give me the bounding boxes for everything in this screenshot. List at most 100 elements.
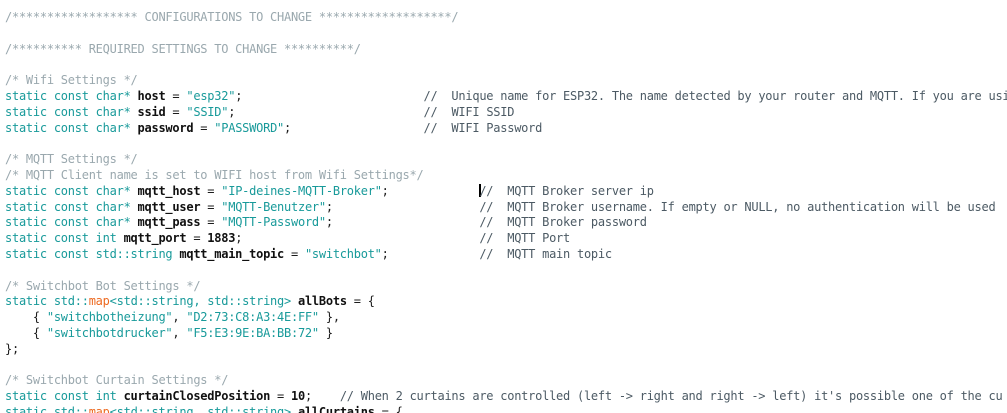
code-token-p: ; (235, 231, 243, 246)
code-token-p: ; (235, 88, 243, 103)
code-whitespace (389, 184, 480, 198)
code-token-p: = (200, 215, 222, 230)
code-line: { "switchbotheizung", "D2:73:C8:A3:4E:FF… (5, 310, 1007, 326)
code-token-k: <std::string, std::string> (109, 404, 292, 413)
code-token-p: { (5, 325, 47, 340)
code-line: static const char* password = "PASSWORD"… (5, 121, 1007, 137)
code-line: static const char* host = "esp32"; // Un… (5, 89, 1007, 105)
code-token-c2: // Unique name for ESP32. The name detec… (423, 88, 1007, 103)
code-token-n: curtainClosedPosition (123, 389, 271, 404)
code-token-p: = (165, 88, 187, 103)
code-token-s: "SSID" (186, 104, 229, 119)
code-line: static const int mqtt_port = 1883; // MQ… (5, 231, 1007, 247)
code-token-p: = (193, 120, 215, 135)
code-token-p: } (318, 325, 333, 340)
code-line: /* Wifi Settings */ (5, 73, 1007, 89)
code-line: /* MQTT Client name is set to WIFI host … (5, 168, 1007, 184)
code-token-n: mqtt_port (123, 231, 187, 246)
code-line: static const int curtainClosedPosition =… (5, 389, 1007, 405)
code-token-n: mqtt_host (137, 183, 201, 198)
code-token-s: "F5:E3:9E:BA:BB:72" (186, 325, 319, 340)
code-token-k: static std:: (5, 294, 89, 309)
code-line: { "switchbotdrucker", "F5:E3:9E:BA:BB:72… (5, 326, 1007, 342)
code-token-n: mqtt_main_topic (179, 246, 284, 261)
code-token-s: "IP-deines-MQTT-Broker" (221, 183, 382, 198)
code-whitespace (312, 389, 340, 403)
code-token-p: , (172, 310, 187, 325)
code-token-c1: /* MQTT Client name is set to WIFI host … (5, 167, 424, 182)
code-token-n: ssid (137, 104, 166, 119)
code-line: static const char* mqtt_user = "MQTT-Ben… (5, 200, 1007, 216)
code-token-c1: /* Wifi Settings */ (5, 73, 138, 88)
code-token-n: host (137, 88, 166, 103)
code-token-s: "D2:73:C8:A3:4E:FF" (186, 310, 319, 325)
code-line: static std::map<std::string, std::string… (5, 405, 1007, 413)
code-line (5, 263, 1007, 279)
code-token-p: ; (381, 183, 389, 198)
code-token-o: map (88, 294, 110, 309)
code-line: static std::map<std::string, std::string… (5, 294, 1007, 310)
code-token-k: static const std::string (5, 246, 180, 261)
code-line: /* Switchbot Bot Settings */ (5, 279, 1007, 295)
code-token-p: ; (284, 120, 291, 135)
code-token-k: static const char* (5, 88, 138, 103)
code-line: /********** REQUIRED SETTINGS TO CHANGE … (5, 42, 1007, 58)
code-token-n: mqtt_pass (137, 215, 201, 230)
code-token-k: static const int (5, 231, 124, 246)
code-line: /* MQTT Settings */ (5, 152, 1007, 168)
code-token-c2: // WIFI Password (423, 120, 543, 135)
code-line (5, 358, 1007, 374)
code-token-c1: /* Switchbot Curtain Settings */ (5, 373, 229, 388)
code-token-s: "switchbot" (304, 246, 382, 261)
code-token-p: }, (318, 310, 340, 325)
code-line: static const char* mqtt_host = "IP-deine… (5, 183, 1007, 200)
code-token-c1: /* Switchbot Bot Settings */ (5, 278, 201, 293)
code-whitespace (291, 121, 424, 135)
code-token-k: static const char* (5, 215, 138, 230)
code-token-n: mqtt_user (137, 199, 201, 214)
code-token-c2: // When 2 curtains are controlled (left … (339, 389, 1003, 404)
code-token-p: ; (304, 389, 312, 404)
code-token-p: = (200, 199, 222, 214)
code-token-k: <std::string, std::string> (109, 294, 292, 309)
code-whitespace (333, 200, 479, 214)
code-line: static const std::string mqtt_main_topic… (5, 247, 1007, 263)
code-token-c2: // WIFI SSID (423, 104, 515, 119)
code-token-k: static const char* (5, 104, 138, 119)
code-token-c1: /* MQTT Settings */ (5, 152, 138, 167)
code-token-p: ; (228, 104, 236, 119)
code-line: }; (5, 342, 1007, 358)
code-token-p: }; (5, 341, 19, 356)
code-token-s: "MQTT-Benutzer" (221, 199, 326, 214)
code-token-p (291, 405, 298, 413)
code-token-p: , (172, 325, 187, 340)
code-token-c1: /********** REQUIRED SETTINGS TO CHANGE … (5, 41, 361, 56)
code-token-c2: // MQTT Broker password (479, 215, 647, 230)
code-token-p: = { (346, 294, 375, 309)
text-cursor (479, 183, 482, 197)
code-whitespace (242, 231, 479, 245)
code-token-p: = (270, 389, 291, 404)
code-token-s: "MQTT-Password" (221, 215, 326, 230)
code-token-m: 1883 (207, 231, 236, 246)
code-token-p: ; (325, 215, 333, 230)
code-token-c2: // MQTT Broker username. If empty or NUL… (479, 199, 996, 214)
code-token-p: = (200, 183, 222, 198)
code-whitespace (242, 89, 423, 103)
code-token-s: "PASSWORD" (214, 120, 285, 135)
code-lines: /****************** CONFIGURATIONS TO CH… (5, 10, 1007, 413)
code-token-p: ; (325, 199, 333, 214)
code-token-p: = (186, 231, 208, 246)
code-line: static const char* ssid = "SSID"; // WIF… (5, 105, 1007, 121)
code-whitespace (333, 215, 479, 229)
code-token-p: = { (374, 404, 403, 413)
code-line (5, 26, 1007, 42)
code-token-p: = (165, 104, 187, 119)
code-token-k: static std:: (5, 404, 89, 413)
code-token-c1: /****************** CONFIGURATIONS TO CH… (5, 10, 459, 24)
code-token-p: ; (381, 246, 389, 261)
code-token-p (291, 294, 298, 308)
code-token-k: static const int (5, 389, 124, 404)
code-token-s: "switchbotdrucker" (46, 325, 173, 340)
